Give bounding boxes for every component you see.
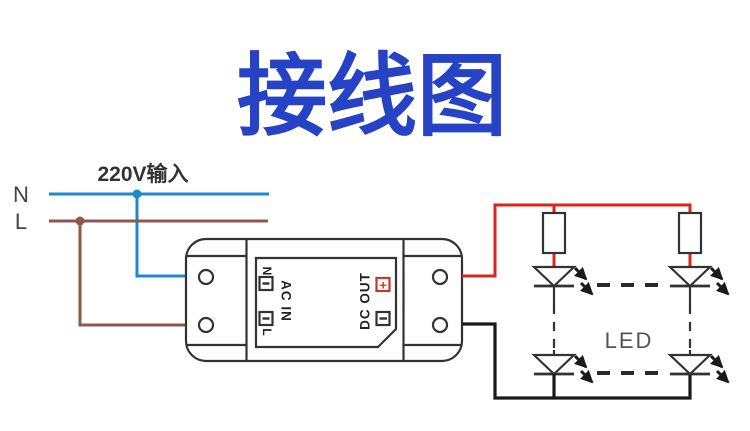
led-symbol-bottom-right (670, 355, 728, 382)
mounting-hole (431, 316, 449, 334)
terminal-l-label: L (260, 328, 274, 335)
positive-terminal-label: + (379, 278, 387, 293)
neutral-junction-dot (132, 189, 142, 199)
positive-terminal-square (375, 276, 391, 293)
terminal-square-n (258, 275, 274, 292)
live-label: L (15, 209, 27, 234)
negative-terminal-square (375, 310, 391, 327)
neutral-label: N (13, 182, 29, 207)
power-module: N AC IN L DC OUT + (184, 237, 464, 363)
live-wire-drop (78, 221, 187, 327)
mounting-hole (197, 268, 215, 286)
resistor-1 (541, 211, 567, 255)
resistor-2 (677, 211, 703, 255)
page-title: 接线图 (237, 47, 507, 147)
terminal-n-label: N (260, 267, 274, 276)
positive-wire (462, 203, 692, 278)
ac-in-label: AC IN (278, 280, 293, 322)
terminal-square-l (258, 310, 274, 327)
mounting-hole (431, 268, 449, 286)
live-junction-dot (75, 216, 85, 226)
ac-input-label: 220V输入 (97, 162, 188, 186)
led-symbol-top-right (670, 267, 728, 294)
module-label-panel (254, 256, 398, 349)
mounting-hole (197, 316, 215, 334)
neutral-wire-drop (135, 194, 187, 278)
negative-wire (462, 322, 692, 400)
led-symbol-bottom-left (534, 355, 592, 382)
led-symbol-top-left (534, 267, 592, 294)
led-label: LED (605, 328, 654, 353)
dc-out-label: DC OUT (358, 272, 373, 330)
